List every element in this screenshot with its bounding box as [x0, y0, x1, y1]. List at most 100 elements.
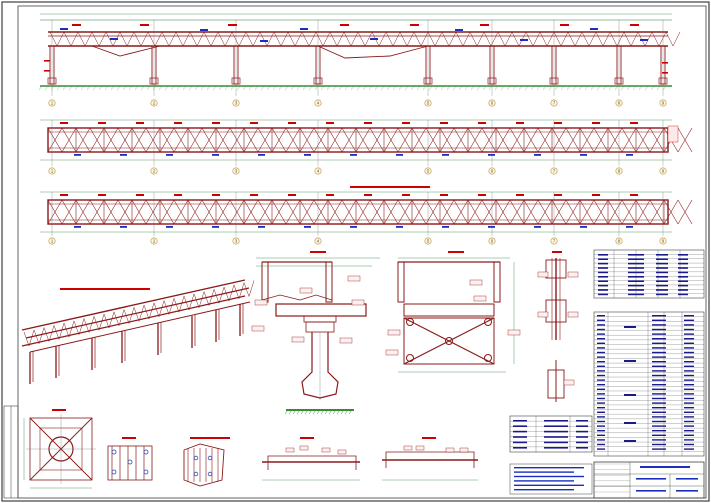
table-cell-text — [652, 388, 666, 390]
table-cell-text — [684, 425, 694, 427]
ground-hatch-icon — [446, 85, 451, 91]
axis-label: 9 — [662, 239, 665, 244]
table-cell-text — [656, 284, 668, 287]
table-cell-text — [544, 430, 568, 433]
web-diagonal — [343, 31, 352, 47]
table-cell-text — [598, 258, 608, 260]
plan-bracing — [593, 199, 609, 225]
table-cell-text — [597, 374, 605, 377]
ground-hatch-icon — [452, 85, 457, 91]
web-diagonal — [196, 31, 205, 47]
table-cell-text — [656, 267, 668, 269]
iso-web — [233, 284, 240, 299]
table-cell-text — [628, 284, 644, 287]
axis-marker-icon — [314, 237, 322, 245]
plan-bracing — [411, 199, 427, 225]
iso-web — [188, 293, 195, 311]
table-cell-text — [684, 397, 694, 400]
web-diagonal — [539, 31, 548, 47]
table-cell-text — [597, 384, 605, 386]
table-cell-text — [652, 393, 666, 395]
table-cell-text — [684, 407, 694, 409]
table-cell-text — [652, 430, 666, 432]
table-cell-text — [598, 254, 608, 256]
web-diagonal — [469, 31, 478, 47]
axis-marker-icon — [150, 237, 158, 245]
axis-label: 1 — [51, 101, 54, 106]
ground-hatch-icon — [152, 85, 157, 91]
table-cell-text — [597, 361, 605, 363]
axis-marker-icon — [48, 99, 56, 107]
plan-bracing — [75, 127, 91, 153]
plan-bracing — [369, 127, 385, 153]
table-cell-text — [678, 276, 688, 278]
table-cell-text — [652, 342, 666, 344]
ground-hatch-icon — [656, 85, 661, 91]
iso-web — [73, 320, 80, 335]
plan-member-tag — [98, 194, 106, 196]
plan-bracing — [579, 199, 595, 225]
axis-marker-icon — [314, 99, 322, 107]
iso-web — [63, 322, 70, 338]
plan-member-tag — [212, 226, 219, 228]
web-diagonal — [504, 31, 513, 47]
section-connection — [305, 321, 335, 333]
ground-hatch-icon — [206, 85, 211, 91]
plan-bracing — [369, 199, 385, 225]
member-tag — [260, 40, 268, 42]
ground-hatch-icon — [416, 85, 421, 91]
plan-member-tag — [364, 194, 372, 196]
web-diagonal — [210, 31, 219, 47]
web-diagonal — [182, 31, 191, 47]
table-cell-text — [684, 342, 694, 344]
ground-hatch-icon — [302, 85, 307, 91]
member-tag — [110, 38, 118, 40]
title-block-text — [676, 490, 698, 492]
ground-hatch-icon — [392, 85, 397, 91]
table-cell-text — [678, 271, 688, 274]
ground-hatch-icon — [458, 85, 463, 91]
section-callout-tag — [321, 447, 331, 453]
ground-hatch-icon — [500, 85, 505, 91]
table-cell-text — [652, 420, 666, 423]
plan-member-tag — [554, 122, 562, 124]
ground-hatch-icon — [308, 409, 313, 415]
plan-member-tag — [250, 194, 258, 196]
axis-marker-icon — [488, 167, 496, 175]
table-cell-text — [652, 361, 666, 363]
table-cell-text — [597, 315, 605, 317]
table-cell-text — [513, 420, 527, 422]
table-cell-text — [684, 319, 694, 321]
web-diagonal — [427, 31, 436, 47]
plan-bracing — [271, 127, 287, 153]
plan-bracing — [89, 127, 105, 153]
plan-member-tag — [120, 154, 127, 156]
table-cell-text — [597, 342, 605, 344]
iso-web — [183, 295, 190, 311]
elevation-mark — [410, 24, 419, 26]
ground-hatch-icon — [176, 85, 181, 91]
plan-member-tag — [326, 122, 334, 124]
member-tag — [300, 28, 308, 30]
elevation-mark — [630, 24, 639, 26]
table-cell-text — [597, 393, 605, 395]
axis-marker-icon — [150, 167, 158, 175]
table-cell-text — [598, 280, 608, 282]
plan-bracing — [103, 199, 119, 225]
axis-marker-icon — [615, 167, 623, 175]
ground-hatch-icon — [536, 85, 541, 91]
ground-hatch-icon — [560, 85, 565, 91]
axis-label: 5 — [427, 169, 430, 174]
member-tag — [60, 28, 68, 30]
plan-member-tag — [478, 194, 486, 196]
plan-bracing — [537, 199, 553, 225]
bolt-icon — [193, 471, 199, 477]
plan-bracing — [439, 127, 455, 153]
iso-web — [243, 282, 250, 297]
table-cell-text — [597, 420, 605, 423]
table-cell-text — [684, 333, 694, 335]
table-cell-text — [597, 319, 605, 321]
plan-bracing — [397, 127, 413, 153]
iso-web — [103, 313, 110, 329]
plan-bracing — [257, 127, 273, 153]
